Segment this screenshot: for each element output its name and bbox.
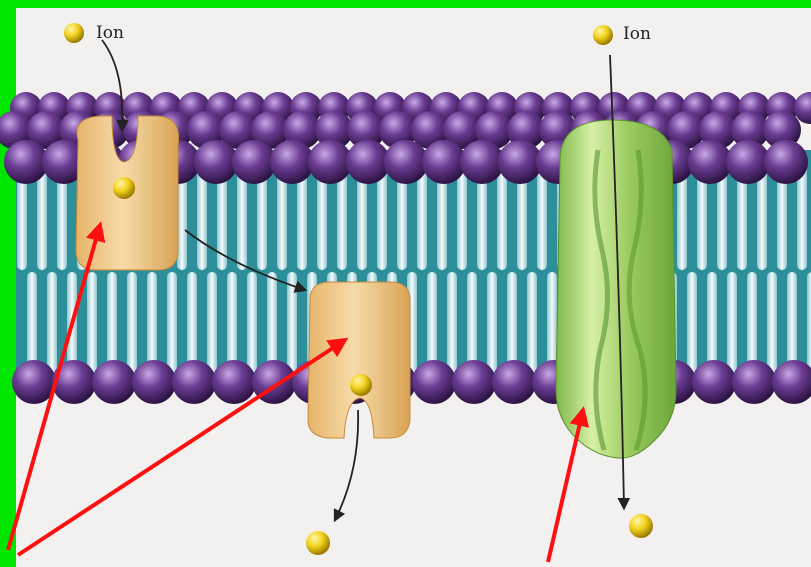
lipid-tail	[457, 165, 467, 270]
phospholipid-head	[732, 360, 776, 404]
phospholipid-head	[384, 140, 428, 184]
phospholipid-head	[688, 140, 732, 184]
phospholipid-head	[212, 360, 256, 404]
lipid-tail	[247, 272, 257, 377]
phospholipid-head	[172, 360, 216, 404]
lipid-tail	[537, 165, 547, 270]
lipid-tail	[767, 272, 777, 377]
ion-particle-left-top	[64, 23, 84, 43]
lipid-tail	[47, 272, 57, 377]
phospholipid-head	[764, 140, 808, 184]
phospholipid-head	[498, 140, 542, 184]
phospholipid-head	[132, 360, 176, 404]
lipid-tail	[167, 272, 177, 377]
lipid-tail	[417, 165, 427, 270]
phospholipid-head	[422, 140, 466, 184]
lipid-tail	[207, 272, 217, 377]
lipid-tail	[687, 272, 697, 377]
lipid-tail	[487, 272, 497, 377]
phospholipid-head	[412, 360, 456, 404]
ion-particle-in-carrier	[113, 177, 135, 199]
phospholipid-head	[452, 360, 496, 404]
lipid-tail	[727, 272, 737, 377]
phospholipid-head	[692, 360, 736, 404]
channel-protein	[556, 120, 676, 458]
ion-particle-right-top	[593, 25, 613, 45]
phospholipid-head	[4, 140, 48, 184]
phospholipid-head	[194, 140, 238, 184]
phospholipid-head	[308, 140, 352, 184]
phospholipid-head	[270, 140, 314, 184]
lipid-tail	[287, 272, 297, 377]
lipid-tail	[37, 165, 47, 270]
phospholipid-head	[232, 140, 276, 184]
phospholipid-head	[92, 360, 136, 404]
phospholipid-head	[460, 140, 504, 184]
lipid-tail	[127, 272, 137, 377]
ion-particle-in-carrier-low	[350, 374, 372, 396]
ion-label-left: Ion	[96, 23, 124, 43]
lipid-tail	[447, 272, 457, 377]
lipid-tail	[527, 272, 537, 377]
ion-particle-bottom-left	[306, 531, 330, 555]
lipid-tail	[807, 272, 811, 377]
phospholipid-head	[492, 360, 536, 404]
ion-particle-bottom-right	[629, 514, 653, 538]
lipid-tail	[797, 165, 807, 270]
ion-label-right: Ion	[623, 24, 651, 44]
lipid-tail	[497, 165, 507, 270]
phospholipid-head	[726, 140, 770, 184]
lipid-tail	[87, 272, 97, 377]
phospholipid-head	[346, 140, 390, 184]
